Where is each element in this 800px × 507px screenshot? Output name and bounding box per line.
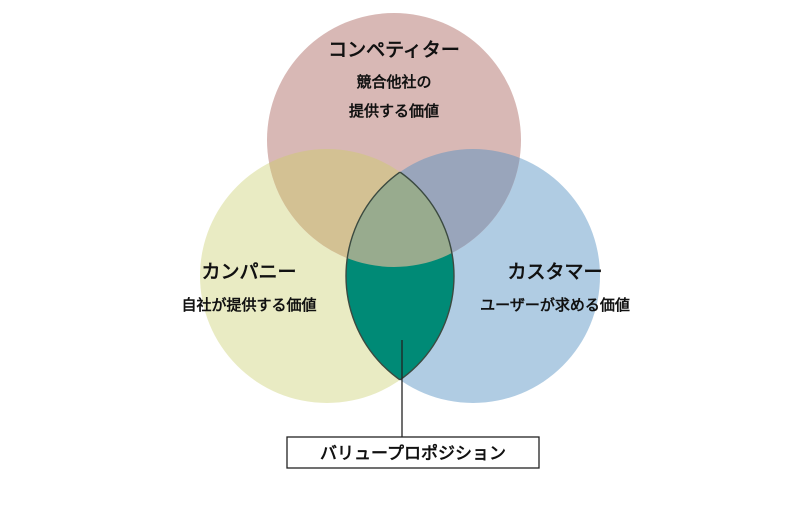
company-title: カンパニー [201,261,296,283]
value-proposition-label: バリュープロポジション [320,443,506,464]
company-desc: 自社が提供する価値 [181,296,316,314]
competitor-company-overlap [267,149,454,267]
competitor-customer-overlap [346,149,521,267]
customer-title: カスタマー [507,261,602,283]
customer-desc: ユーザーが求める価値 [480,296,630,314]
value-proposition-outline-right [345,149,454,403]
competitor-desc-line1: 競合他社の [356,73,431,91]
all-three-overlap [346,149,454,267]
competitor-desc-line2: 提供する価値 [349,102,439,120]
value-proposition-label-box [286,436,540,469]
competitor-title: コンペティター [328,39,460,61]
value-proposition-outline-left [346,149,455,403]
